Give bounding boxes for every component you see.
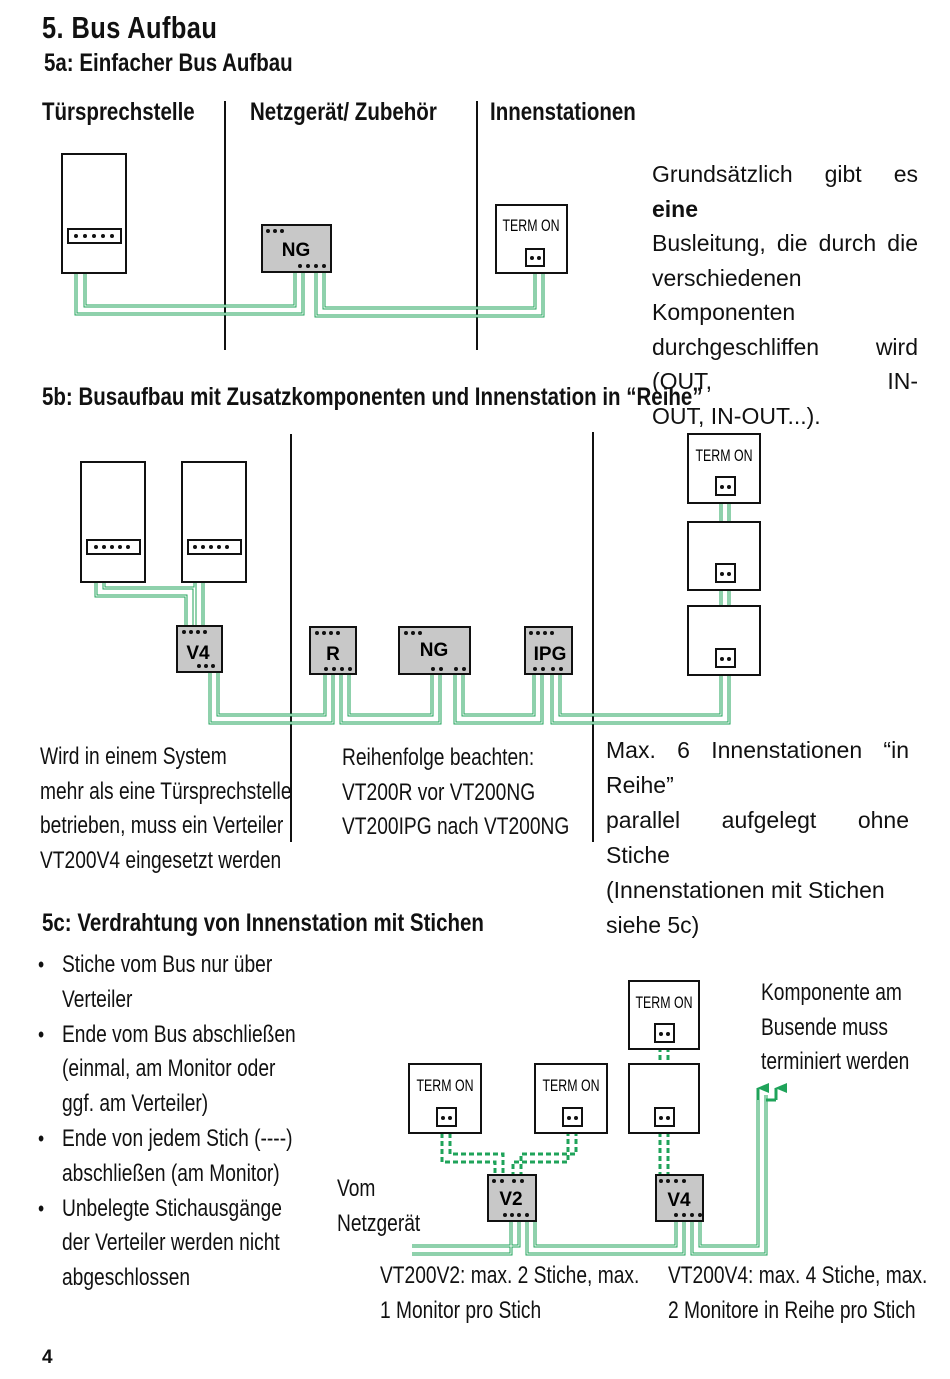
note-component-order: Reihenfolge beachten: VT200R vor VT200NG… xyxy=(342,744,570,840)
door-station xyxy=(80,461,146,583)
term-on-label: TERM ON xyxy=(696,446,753,465)
terminal-block xyxy=(525,248,545,267)
term-on-label: TERM ON xyxy=(636,993,693,1012)
note-series-indoor-stations: Max. 6 Innenstationen “in Reihe” paralle… xyxy=(606,737,909,938)
bullet-item: Ende vom Bus abschließen(einmal, am Moni… xyxy=(38,1018,326,1122)
r-label: R xyxy=(326,644,340,665)
distributor-v4 xyxy=(655,1174,704,1222)
section-a-description: Grundsätzlich gibt es eine Busleitung, d… xyxy=(652,161,918,429)
column-door-station: Türsprechstelle xyxy=(42,98,195,126)
ip-gateway-ipg xyxy=(524,626,573,675)
page-title: 5. Bus Aufbau xyxy=(42,10,218,45)
ipg-label: IPG xyxy=(534,644,567,665)
section-a-diagram: NG TERM ON xyxy=(61,101,568,350)
door-station xyxy=(181,461,247,583)
section-a-heading: 5a: Einfacher Bus Aufbau xyxy=(44,49,293,77)
ng-label: NG xyxy=(420,640,449,661)
label-from-power-supply: Vom Netzgerät xyxy=(337,1175,421,1237)
terminal-block xyxy=(562,1107,583,1127)
section-b-diagram: V4 R NG IPG TERM ON xyxy=(80,432,761,842)
note-bus-end-termination: Komponente am Busende muss terminiert we… xyxy=(761,979,910,1075)
column-indoor-stations: Innenstationen xyxy=(490,98,636,126)
terminal-block xyxy=(654,1023,675,1043)
term-on-label: TERM ON xyxy=(503,216,560,235)
section-b-heading: 5b: Busaufbau mit Zusatzkomponenten und … xyxy=(42,383,703,411)
power-supply-ng xyxy=(261,224,332,273)
ng-label: NG xyxy=(282,240,311,261)
power-supply-ng xyxy=(398,626,471,675)
column-power-supply: Netzgerät/ Zubehör xyxy=(250,98,437,126)
terminal-strip xyxy=(187,539,242,555)
terminal-block xyxy=(715,476,736,496)
v4-label: V4 xyxy=(186,643,210,664)
page-number: 4 xyxy=(42,1347,53,1368)
terminal-block xyxy=(654,1107,675,1127)
term-on-label: TERM ON xyxy=(543,1076,600,1095)
terminal-block xyxy=(715,563,736,583)
terminal-block xyxy=(715,648,736,668)
bus-wire-core xyxy=(95,487,730,724)
v2-label: V2 xyxy=(499,1189,522,1210)
section-c-heading: 5c: Verdrahtung von Innenstation mit Sti… xyxy=(42,909,484,937)
note-v4-limits: VT200V4: max. 4 Stiche, max. 2 Monitore … xyxy=(668,1262,928,1324)
bus-wire-core xyxy=(412,1095,767,1255)
bullet-item: Ende von jedem Stich (----)abschließen (… xyxy=(38,1122,326,1192)
note-v2-limits: VT200V2: max. 2 Stiche, max. 1 Monitor p… xyxy=(380,1262,640,1324)
v4-label: V4 xyxy=(667,1190,691,1211)
note-multiple-door-stations: Wird in einem System mehr als eine Türsp… xyxy=(40,743,292,874)
term-on-label: TERM ON xyxy=(417,1076,474,1095)
section-c-diagram: TERM ON TERM ON TERM ON V2 V4 xyxy=(408,980,787,1256)
terminal-block xyxy=(436,1107,457,1127)
door-station xyxy=(61,153,127,274)
